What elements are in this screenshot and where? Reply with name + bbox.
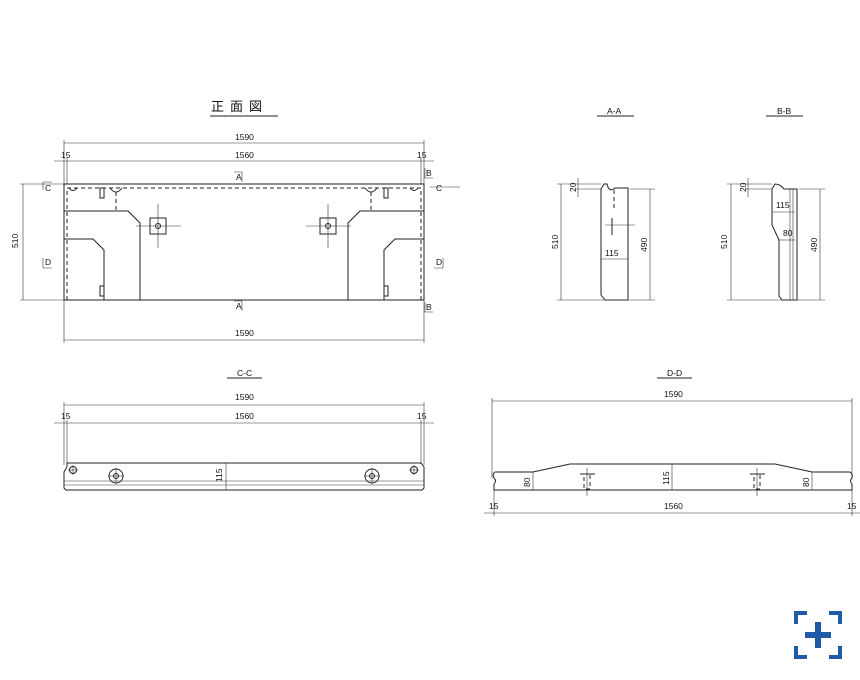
anchor-hole [108,468,124,484]
dim-inner: 1560 [235,150,254,160]
dim-upper-width: 115 [776,200,790,210]
section-arrow [424,302,433,313]
dim-overall: 1590 [235,392,254,402]
dim-inner: 1560 [235,411,254,421]
dim-width: 115 [605,248,619,258]
dim-total-height: 510 [719,235,729,249]
dim-right-margin: 15 [417,150,427,160]
slot [383,285,389,297]
section-cc: C-C 1590 1560 15 15 115 [54,368,434,491]
section-aa-profile [600,183,629,301]
dim-right-end-depth: 80 [801,477,811,487]
dim-left-margin: 15 [61,411,71,421]
section-aa-title: A-A [607,106,622,116]
section-arrow [234,171,243,182]
right-recess-outer [347,210,424,300]
section-cc-profile [63,462,425,491]
section-mark-b-bottom: B [426,302,432,312]
dim-top-offset: 20 [738,182,748,192]
dim-inner: 1560 [664,501,683,511]
dim-left-end-depth: 80 [522,477,532,487]
anchor-bolt [750,468,765,496]
dim-center-depth: 115 [661,471,671,485]
dim-body-height: 490 [809,238,819,252]
section-dd-title: D-D [667,368,682,378]
dim-overall-top: 1590 [235,132,254,142]
section-aa: A-A 510 20 490 115 [550,106,655,301]
section-arrow [424,168,433,179]
section-arrow [42,258,52,269]
section-bb-title: B-B [777,106,792,116]
dim-left-margin: 15 [61,150,71,160]
lift-notch [68,187,78,191]
anchor-plate-right [306,204,351,248]
section-mark-b-top: B [426,168,432,178]
bolt-head [109,187,123,193]
right-recess-inner [383,238,424,300]
lift-hole [68,465,78,475]
slot [99,285,105,297]
slot [383,187,389,199]
section-mark-d-right: D [436,257,442,267]
dim-right-margin: 15 [417,411,427,421]
lift-notch [409,187,419,191]
anchor-plate-left [136,204,181,248]
hidden-line [66,187,422,300]
section-bb: B-B 510 20 490 115 80 [719,106,825,301]
bolt-head [364,187,378,193]
section-dd: D-D 1590 80 80 115 1560 15 15 [484,368,860,516]
dim-right-margin: 15 [847,501,857,511]
section-dd-profile [492,463,853,491]
dim-overall: 1590 [664,389,683,399]
dim-top-offset: 20 [568,182,578,192]
dim-depth: 115 [214,468,224,482]
dim-lower-width: 80 [783,228,793,238]
dim-body-height: 490 [639,238,649,252]
dim-left-margin: 15 [489,501,499,511]
section-cc-title: C-C [237,368,252,378]
front-body-outline [63,183,425,301]
section-mark-a-bottom: A [236,301,242,311]
section-mark-a-top: A [236,172,242,182]
section-arrow [42,181,52,190]
section-arrow [434,258,444,269]
left-recess-outer [64,210,141,300]
section-mark-d-left: D [45,257,51,267]
front-view: 正面図 1590 1560 15 15 510 [10,99,460,343]
section-mark-c-right: C [436,183,442,193]
left-recess-inner [64,238,105,300]
section-mark-c-left: C [45,183,51,193]
zoom-fit-icon[interactable] [793,610,843,660]
anchor-hole [364,468,380,484]
dim-height: 510 [10,234,20,248]
dim-overall-bottom: 1590 [235,328,254,338]
dim-total-height: 510 [550,235,560,249]
lift-hole [409,465,419,475]
front-view-title: 正面図 [211,99,268,114]
slot [99,187,105,199]
anchor-bolt [580,468,595,496]
section-arrow [234,300,243,311]
